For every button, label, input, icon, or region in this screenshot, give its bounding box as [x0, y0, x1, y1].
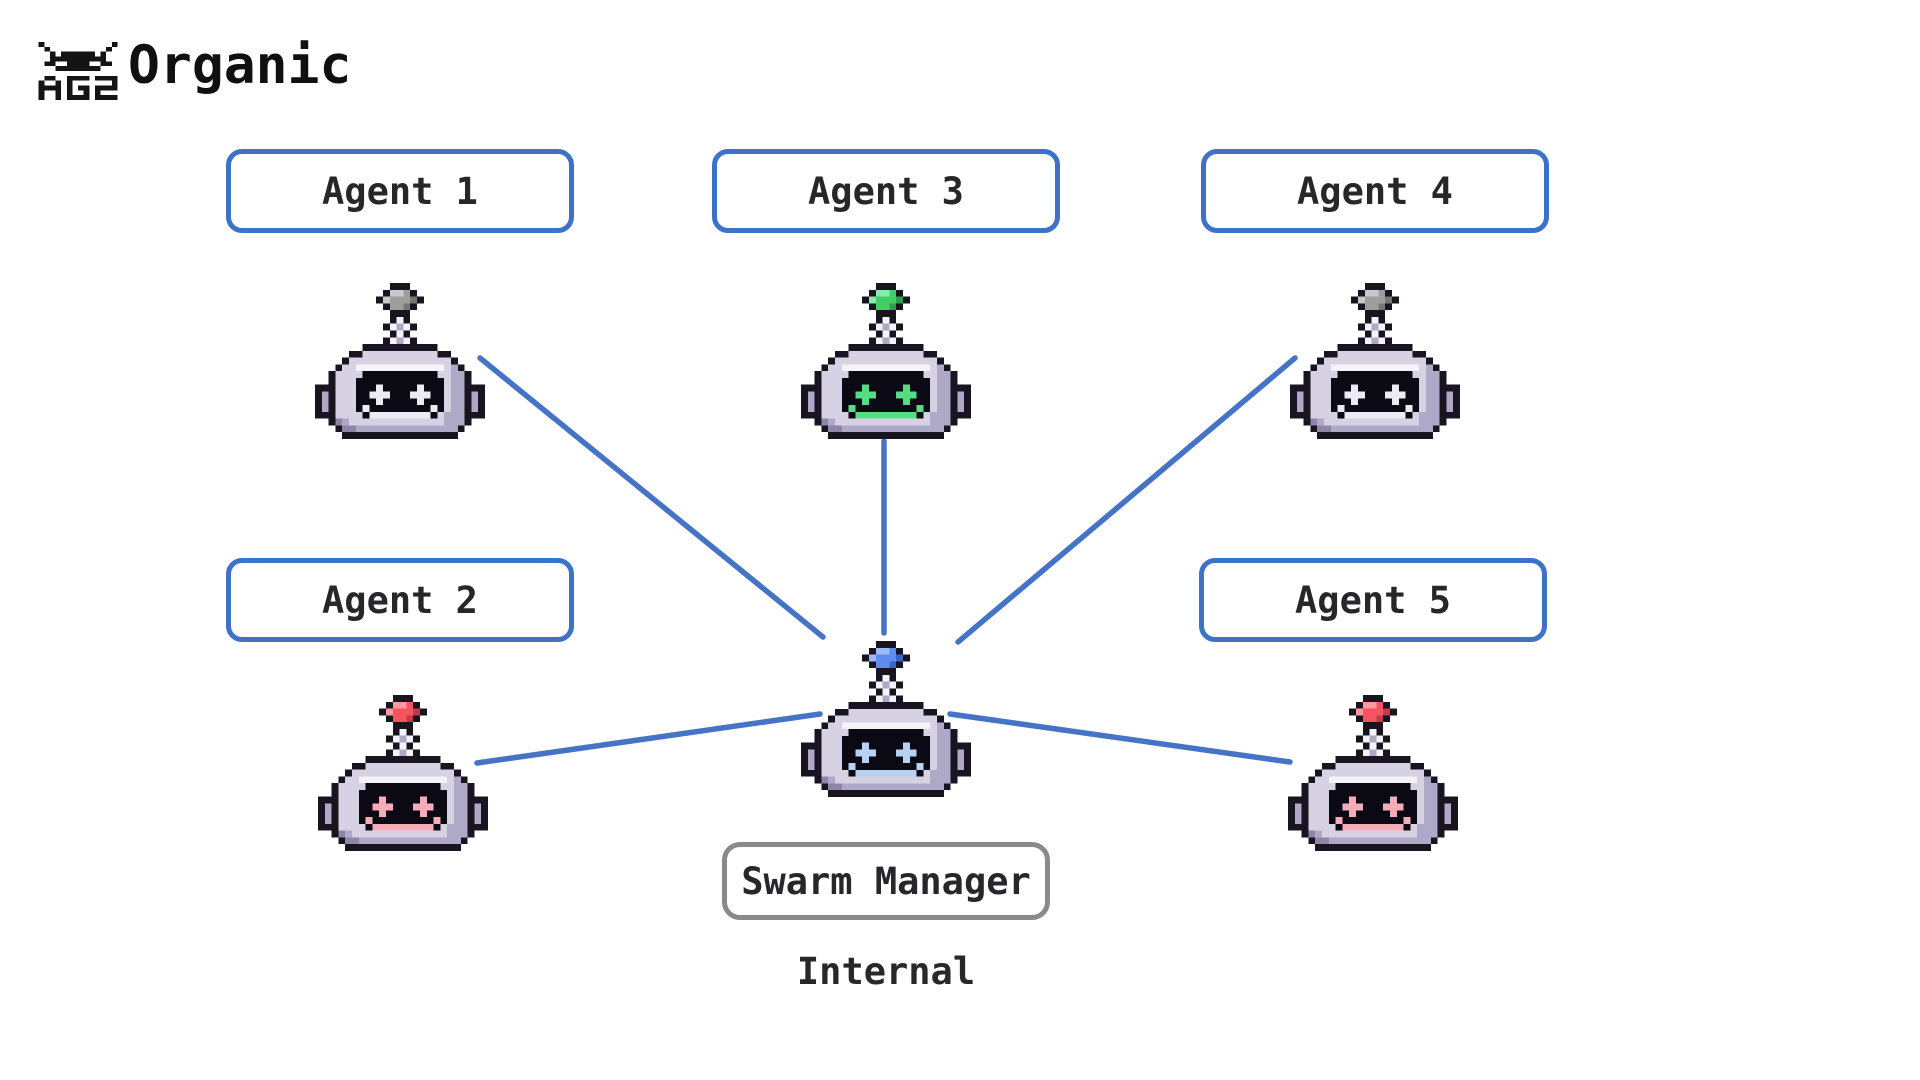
edge-a4-to-manager	[955, 355, 1298, 645]
manager-box: Swarm Manager	[722, 842, 1050, 920]
manager-label: Swarm Manager	[741, 859, 1031, 903]
agent-label-a5: Agent 5	[1295, 578, 1451, 622]
agent-box-a4: Agent 4	[1201, 149, 1549, 233]
agent-label-a3: Agent 3	[808, 169, 964, 213]
robot-icon-a1	[315, 283, 485, 439]
robot-icon-a4	[1290, 283, 1460, 439]
agent-label-a4: Agent 4	[1297, 169, 1453, 213]
agent-box-a5: Agent 5	[1199, 558, 1547, 642]
page-title: Organic	[128, 35, 352, 96]
robot-icon-a5	[1288, 695, 1458, 851]
robot-icon-manager	[801, 641, 971, 797]
edge-a5-to-manager	[947, 711, 1293, 765]
manager-caption: Internal	[796, 950, 976, 993]
agent-box-a2: Agent 2	[226, 558, 574, 642]
agent-box-a3: Agent 3	[712, 149, 1060, 233]
edge-a1-to-manager	[477, 355, 826, 640]
edge-a2-to-manager	[474, 711, 823, 766]
agent-label-a2: Agent 2	[322, 578, 478, 622]
agent-box-a1: Agent 1	[226, 149, 574, 233]
robot-icon-a3	[801, 283, 971, 439]
agent-label-a1: Agent 1	[322, 169, 478, 213]
robot-icon-a2	[318, 695, 488, 851]
ag2-logo-icon	[38, 42, 118, 100]
